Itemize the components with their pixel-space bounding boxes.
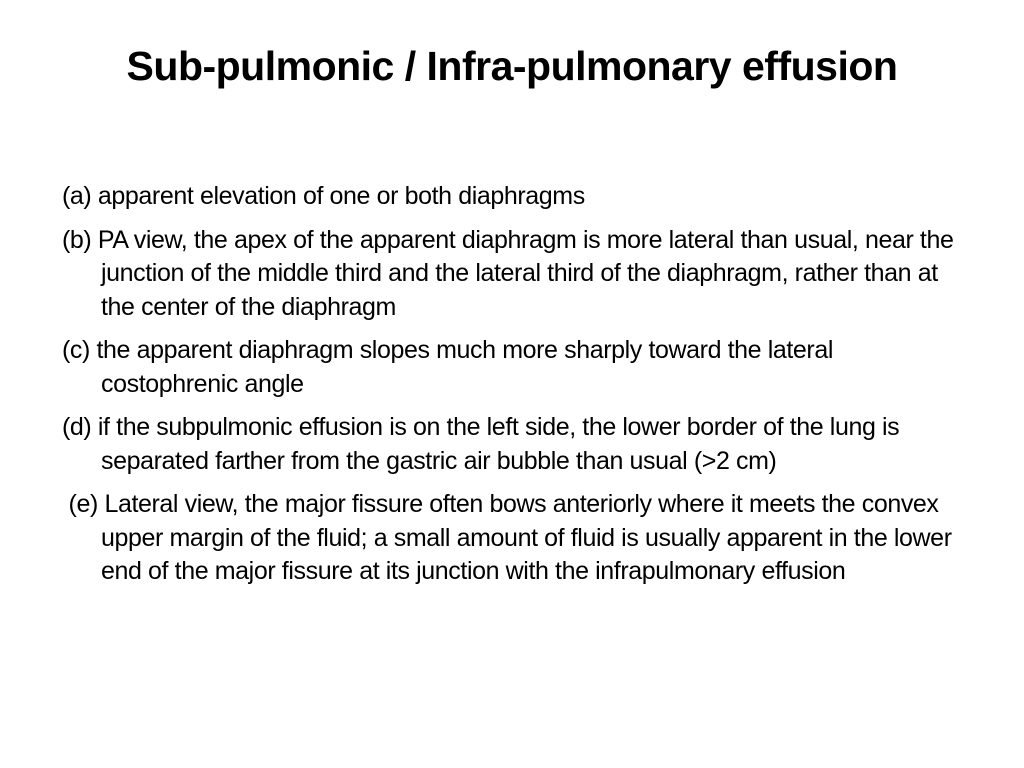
- bullet-list: (a) apparent elevation of one or both di…: [62, 180, 972, 589]
- list-item: (b) PA view, the apex of the apparent di…: [62, 225, 954, 321]
- list-item: (d) if the subpulmonic effusion is on th…: [62, 413, 900, 475]
- slide-title: Sub-pulmonic / Infra-pulmonary effusion: [126, 43, 898, 89]
- list-item: (c) the apparent diaphragm slopes much m…: [62, 336, 834, 398]
- list-item: (e) Lateral view, the major fissure ofte…: [62, 490, 952, 585]
- list-item: (a) apparent elevation of one or both di…: [62, 182, 585, 210]
